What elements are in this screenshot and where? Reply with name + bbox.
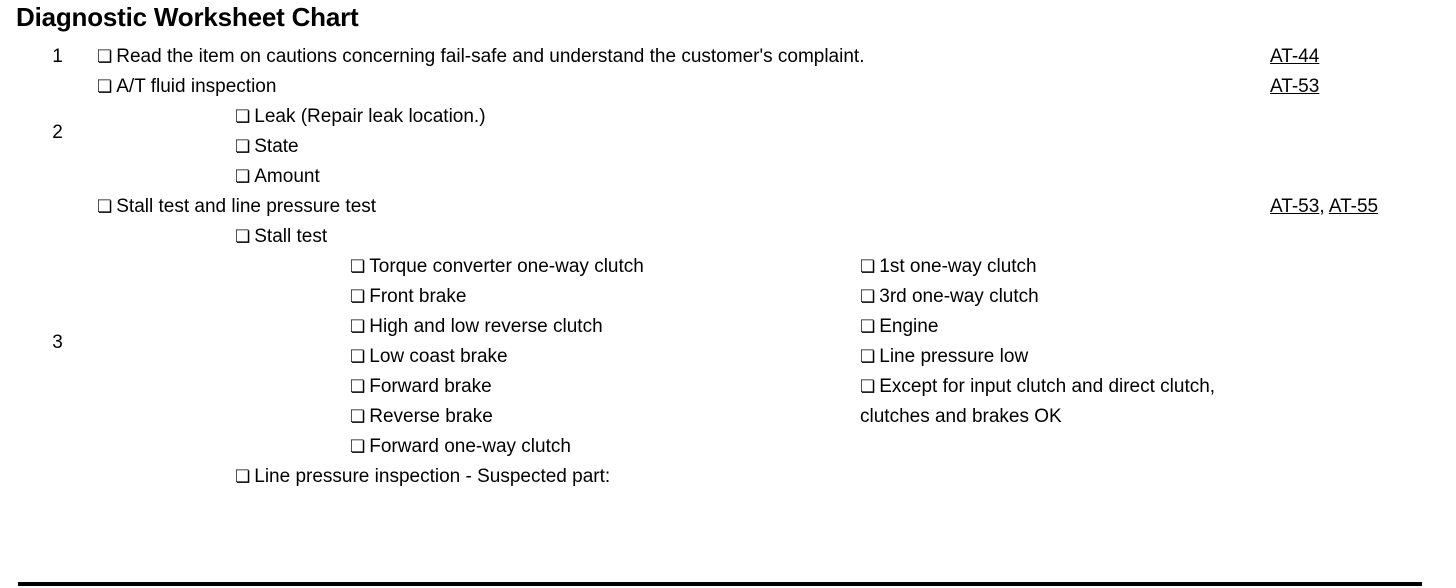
row-3-reference-cell: AT-53, AT-55 (1270, 192, 1422, 492)
row-2-subitem-label: Leak (Repair leak location.) (254, 106, 486, 127)
row-3-item-label: Stall test and line pressure test (116, 196, 377, 217)
checkbox-icon[interactable]: ❏ (97, 197, 113, 217)
row-2-item-cell: ❏A/T fluid inspection (97, 72, 1270, 102)
checkbox-icon[interactable]: ❏ (350, 437, 366, 457)
list-item: ❏High and low reverse clutch (350, 312, 860, 342)
row-3-stall-test-cell: ❏Stall test (235, 222, 1270, 252)
checkbox-icon[interactable]: ❏ (97, 77, 113, 97)
row-2-subitem-label: State (254, 136, 299, 157)
list-item: ❏Front brake (350, 282, 860, 312)
reference-link-at-44[interactable]: AT-44 (1270, 46, 1320, 67)
row-2-indent-spacer (97, 102, 235, 192)
checkbox-icon[interactable]: ❏ (235, 107, 251, 127)
row-3-item: ❏Stall test and line pressure test (97, 196, 376, 217)
list-item: ❏Forward brake (350, 372, 860, 402)
checkbox-icon[interactable]: ❏ (235, 137, 251, 157)
table-row-3-stall-test-header: ❏Stall test (18, 222, 1422, 252)
checkbox-icon[interactable]: ❏ (860, 317, 876, 337)
row-2-reference-cell: AT-53 (1270, 72, 1422, 192)
row-3-indent-spacer (97, 222, 235, 462)
diagnostic-worksheet-table: 1 ❏Read the item on cautions concerning … (18, 42, 1422, 492)
row-3-stall-test: ❏Stall test (235, 226, 327, 247)
list-item: ❏Reverse brake (350, 402, 860, 432)
stall-test-left-column: ❏Torque converter one-way clutch ❏Front … (350, 252, 860, 462)
list-item: ❏Low coast brake (350, 342, 860, 372)
list-item: ❏Leak (Repair leak location.) (235, 102, 1270, 132)
list-item: ❏State (235, 132, 1270, 162)
row-3-item-cell: ❏Stall test and line pressure test (97, 192, 1270, 222)
checkbox-icon[interactable]: ❏ (97, 47, 113, 67)
row-3-inner-indent-spacer (235, 252, 350, 462)
table-row-1: 1 ❏Read the item on cautions concerning … (18, 42, 1422, 72)
list-item: ❏3rd one-way clutch (860, 282, 1270, 312)
row-2-subitem-list: ❏Leak (Repair leak location.) ❏State ❏Am… (235, 102, 1270, 192)
list-item: ❏Engine (860, 312, 1270, 342)
row-2-item: ❏A/T fluid inspection (97, 76, 276, 97)
list-item: ❏1st one-way clutch (860, 252, 1270, 282)
row-1-item: ❏Read the item on cautions concerning fa… (97, 46, 864, 67)
stall-right-label: 1st one-way clutch (879, 256, 1037, 277)
table-row-3-header: 3 ❏Stall test and line pressure test AT-… (18, 192, 1422, 353)
checkbox-icon[interactable]: ❏ (860, 377, 876, 397)
reference-separator: , (1319, 196, 1329, 217)
checkbox-icon[interactable]: ❏ (350, 407, 366, 427)
reference-link-at-55[interactable]: AT-55 (1328, 196, 1379, 217)
row-1-reference-cell: AT-44 (1270, 42, 1422, 72)
stall-left-label: High and low reverse clutch (369, 316, 603, 337)
checkbox-icon[interactable]: ❏ (350, 377, 366, 397)
list-item: ❏Forward one-way clutch (350, 432, 860, 462)
stall-right-label: Line pressure low (879, 346, 1029, 367)
stall-left-label: Low coast brake (369, 346, 508, 367)
table-bottom-rule (18, 582, 1422, 586)
row-number-1: 1 (52, 46, 63, 67)
checkbox-icon[interactable]: ❏ (350, 287, 366, 307)
row-3-indent-spacer-bottom (97, 462, 235, 492)
row-3-line-pressure-cell: ❏Line pressure inspection - Suspected pa… (235, 462, 1270, 492)
checkbox-icon[interactable]: ❏ (350, 317, 366, 337)
stall-left-label: Forward brake (369, 376, 492, 397)
row-2-subitem-label: Amount (254, 166, 320, 187)
row-1-item-label: Read the item on cautions concerning fai… (116, 46, 865, 67)
row-number-3: 3 (52, 331, 63, 353)
row-1-item-cell: ❏Read the item on cautions concerning fa… (97, 42, 1270, 72)
table-row-2-subitems: ❏Leak (Repair leak location.) ❏State ❏Am… (18, 102, 1422, 192)
stall-left-label: Front brake (369, 286, 467, 307)
checkbox-icon[interactable]: ❏ (860, 257, 876, 277)
stall-right-label: 3rd one-way clutch (879, 286, 1039, 307)
reference-link-at-53[interactable]: AT-53 (1270, 76, 1320, 97)
page-title: Diagnostic Worksheet Chart (16, 2, 359, 32)
stall-test-right-column: ❏1st one-way clutch ❏3rd one-way clutch … (860, 252, 1270, 462)
table-row-3-clutch-lists: ❏Torque converter one-way clutch ❏Front … (18, 252, 1422, 462)
reference-link-at-53[interactable]: AT-53 (1270, 196, 1320, 217)
list-item: ❏Except for input clutch and direct clut… (860, 372, 1270, 431)
table-row-2-header: 2 ❏A/T fluid inspection AT-53 (18, 72, 1422, 143)
checkbox-icon[interactable]: ❏ (860, 347, 876, 367)
row-2-item-label: A/T fluid inspection (116, 76, 277, 97)
list-item: ❏Line pressure low (860, 342, 1270, 372)
checkbox-icon[interactable]: ❏ (235, 467, 251, 487)
table-row-3-line-pressure: ❏Line pressure inspection - Suspected pa… (18, 462, 1422, 492)
row-3-line-pressure-label: Line pressure inspection - Suspected par… (254, 466, 611, 487)
list-item: ❏Torque converter one-way clutch (350, 252, 860, 282)
stall-left-label: Reverse brake (369, 406, 493, 427)
list-item: ❏Amount (235, 162, 1270, 192)
stall-left-label: Forward one-way clutch (369, 436, 571, 457)
row-3-line-pressure: ❏Line pressure inspection - Suspected pa… (235, 466, 610, 487)
checkbox-icon[interactable]: ❏ (235, 227, 251, 247)
checkbox-icon[interactable]: ❏ (235, 167, 251, 187)
row-3-stall-test-label: Stall test (254, 226, 328, 247)
stall-right-label: Except for input clutch and direct clutc… (860, 376, 1216, 427)
checkbox-icon[interactable]: ❏ (860, 287, 876, 307)
row-number-2: 2 (52, 121, 63, 143)
checkbox-icon[interactable]: ❏ (350, 347, 366, 367)
checkbox-icon[interactable]: ❏ (350, 257, 366, 277)
stall-left-label: Torque converter one-way clutch (369, 256, 644, 277)
stall-right-label: Engine (879, 316, 939, 337)
